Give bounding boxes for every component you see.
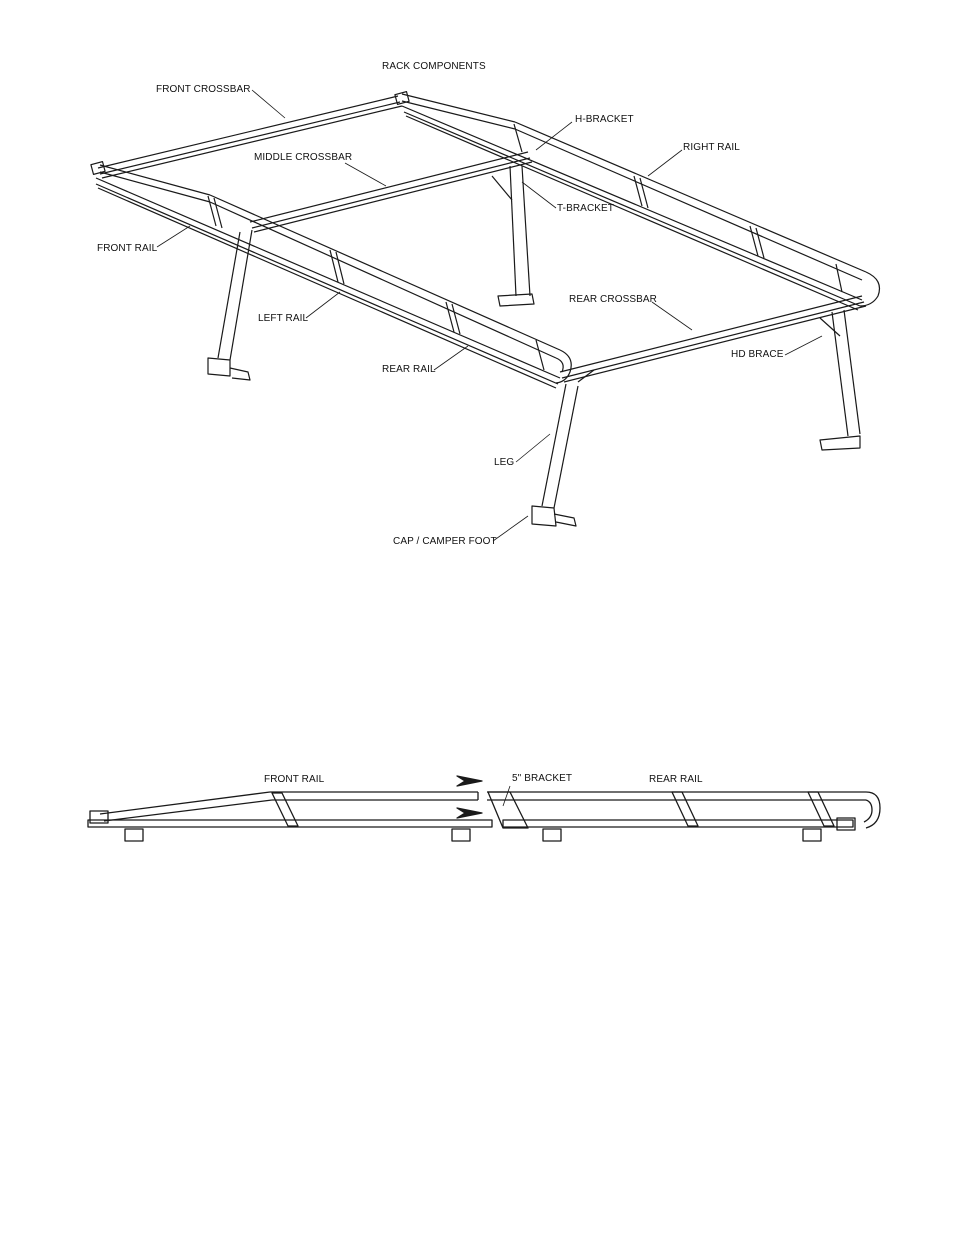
label-cap-camper-foot: CAP / CAMPER FOOT	[393, 536, 497, 547]
label-left-rail: LEFT RAIL	[258, 313, 309, 324]
label-rear-crossbar: REAR CROSSBAR	[569, 294, 657, 305]
label-front-rail: FRONT RAIL	[97, 243, 158, 254]
label-leg: LEG	[494, 457, 515, 468]
label-front-rail-side: FRONT RAIL	[264, 774, 325, 785]
figure-title: RACK COMPONENTS	[382, 61, 486, 72]
label-right-rail: RIGHT RAIL	[683, 142, 740, 153]
label-h-bracket: H-BRACKET	[575, 114, 634, 125]
label-5in-bracket: 5" BRACKET	[512, 773, 573, 784]
label-rear-rail-side: REAR RAIL	[649, 774, 703, 785]
rail-side-view	[87, 775, 881, 842]
label-t-bracket: T-BRACKET	[557, 203, 615, 214]
front-crossbar-shape	[97, 95, 403, 179]
label-rear-rail: REAR RAIL	[382, 364, 436, 375]
label-hd-brace: HD BRACE	[731, 349, 784, 360]
label-front-crossbar: FRONT CROSSBAR	[156, 84, 251, 95]
label-middle-crossbar: MIDDLE CROSSBAR	[254, 152, 353, 163]
